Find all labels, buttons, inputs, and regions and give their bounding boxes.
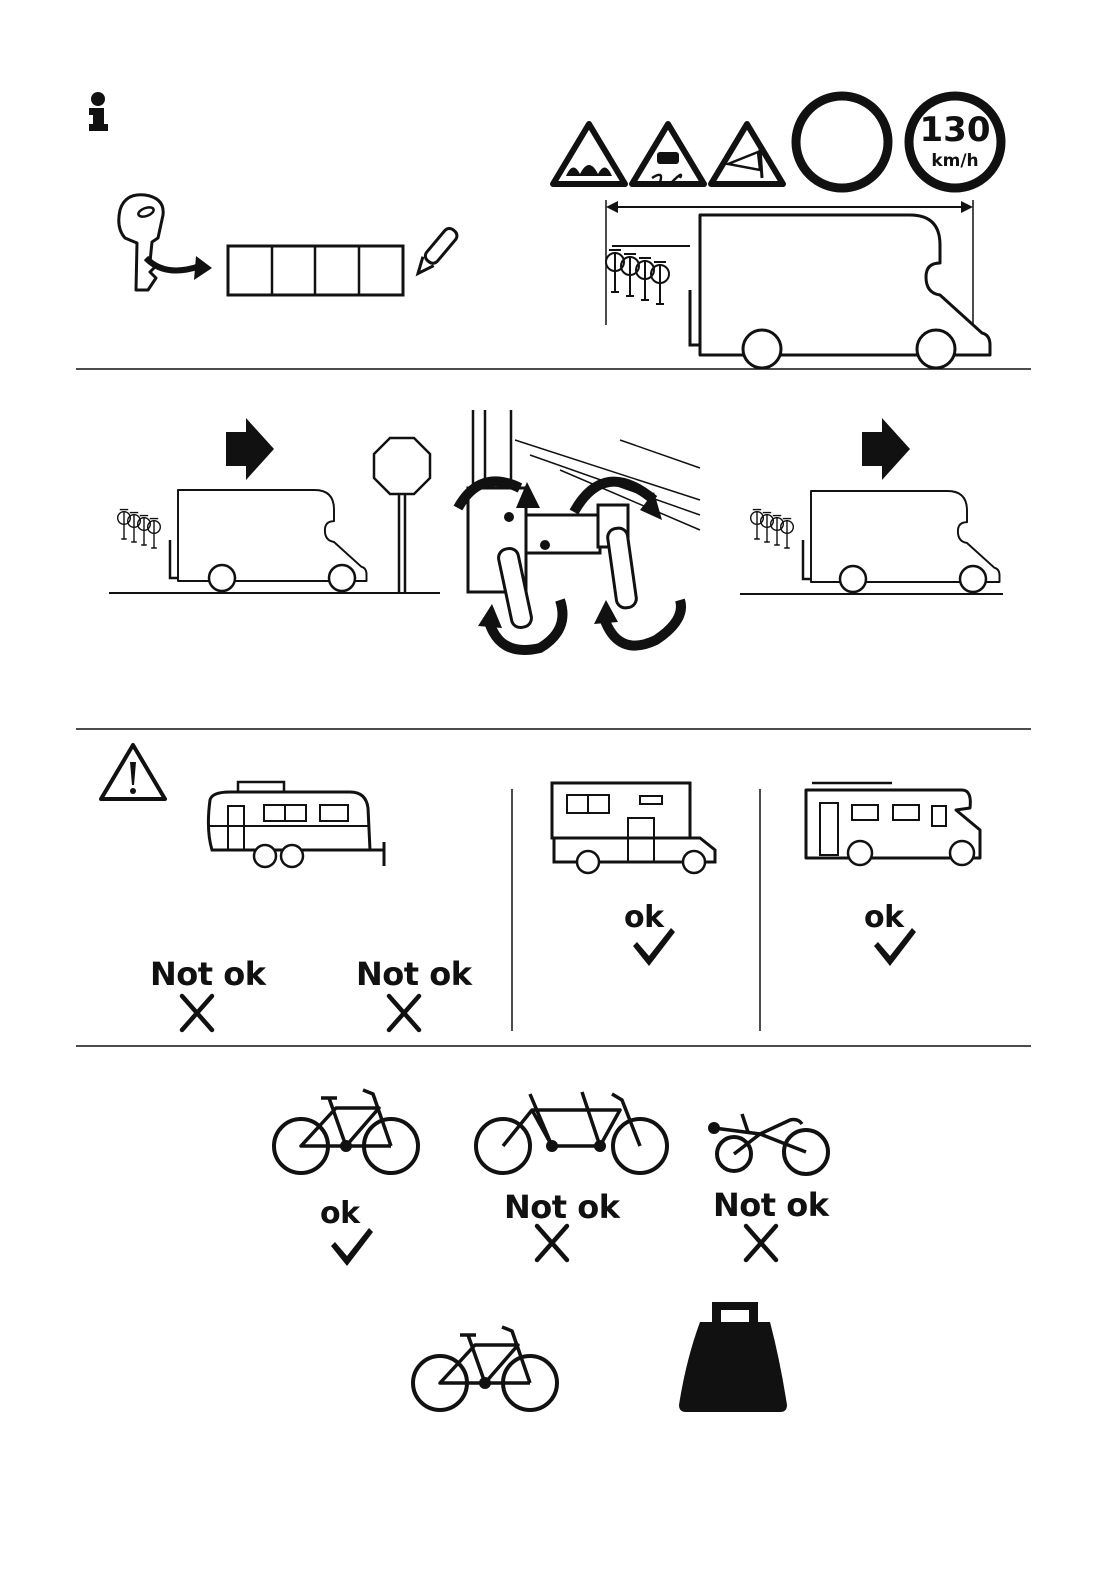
key-icon [119,195,212,290]
motorhome-illustration [806,783,980,865]
tandem-bike-illustration [476,1092,667,1173]
alcove-camper-illustration [552,783,715,873]
stop-sign [374,438,430,592]
recumbent-bike-status: Not ok [713,1186,828,1224]
cross-icon [182,996,212,1030]
info-icon [89,92,108,131]
bumpy-road-sign [553,124,625,184]
motorhome-small-left [109,490,440,593]
trailer-left-status: Not ok [150,955,265,993]
recumbent-bike-illustration [708,1114,828,1174]
motorhome-with-bike-rack [606,215,990,368]
bike-weight-illustration [413,1327,557,1410]
motorhome-small-right [740,491,1003,594]
trailer-right-status: Not ok [356,955,471,993]
slippery-road-sign [632,124,704,184]
standard-bike-illustration [274,1090,418,1173]
cross-icon [746,1226,776,1260]
alcove-camper-status: ok [624,900,664,935]
speed-limit-unit: km/h [931,151,978,171]
direction-arrow-icon [226,418,274,480]
standard-bike-status: ok [320,1196,360,1231]
direction-arrow-icon [862,418,910,480]
motorhome-status: ok [864,900,904,935]
cross-icon [537,1226,567,1260]
weight-icon [679,1302,787,1412]
crosswind-sign [711,124,783,184]
tightening-detail [458,410,700,650]
caravan-trailer-illustration [208,782,384,867]
cross-icon [389,996,419,1030]
pen-icon [413,226,460,278]
speed-limit-value: 130 [920,110,991,150]
check-icon [331,1228,373,1266]
tandem-bike-status: Not ok [504,1188,619,1226]
key-number-box [228,246,403,295]
warning-icon [101,745,165,799]
no-vehicles-sign [796,96,888,188]
